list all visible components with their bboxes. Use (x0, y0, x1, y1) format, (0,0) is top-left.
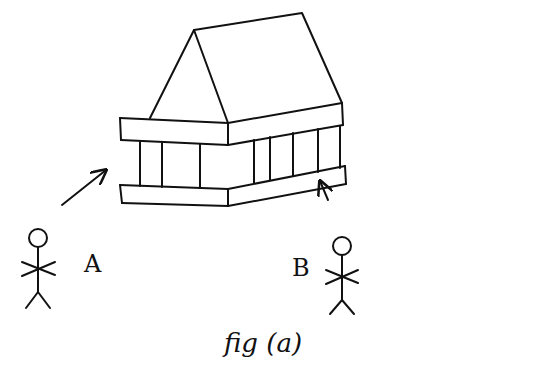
eave-band (120, 103, 343, 145)
figure-label: A (84, 252, 101, 276)
figure-caption: fig (a) (224, 330, 302, 356)
columns (140, 126, 340, 188)
roof (150, 13, 342, 123)
stick-figure (326, 237, 358, 314)
view-arrow (320, 181, 328, 200)
figure-label: B (292, 256, 310, 280)
view-arrow (62, 170, 106, 205)
stick-figure (22, 229, 55, 308)
base-band (120, 166, 346, 206)
